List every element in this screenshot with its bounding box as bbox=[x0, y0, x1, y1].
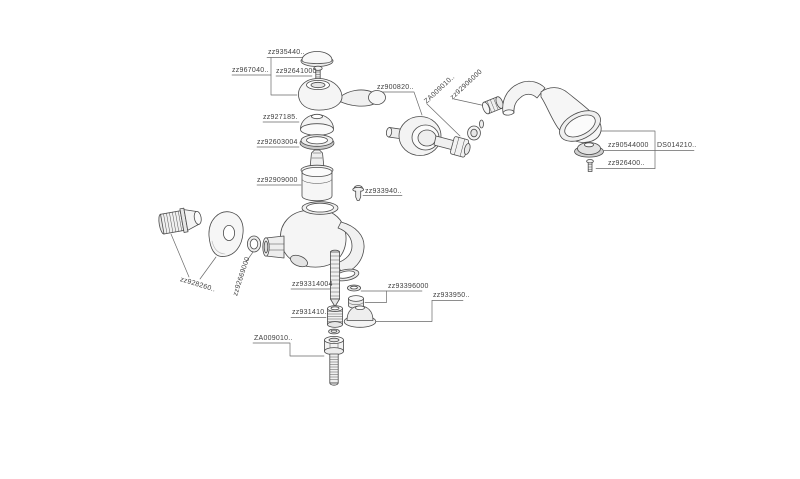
leader-lines bbox=[170, 57, 695, 357]
part-wall-bracket bbox=[385, 116, 471, 158]
label-seal-kit: zz93396000 bbox=[388, 283, 429, 290]
part-oring-lower bbox=[328, 328, 340, 335]
part-escutcheon bbox=[208, 211, 244, 257]
label-cap: zz935440.. bbox=[268, 49, 305, 56]
label-hand-shower: DS014210.. bbox=[657, 142, 697, 149]
part-faucet-body bbox=[262, 201, 365, 282]
part-flanged-cup bbox=[343, 305, 377, 328]
label-wall-bracket: zz900820.. bbox=[377, 84, 414, 91]
part-ball-gasket bbox=[467, 119, 484, 141]
part-knob bbox=[158, 207, 202, 235]
label-plug: zz933940.. bbox=[365, 188, 402, 195]
part-oring-upper bbox=[346, 284, 361, 292]
label-handle-screw: zz92641000 bbox=[276, 68, 317, 75]
label-handle-assembly: zz967040.. bbox=[232, 67, 269, 74]
part-bolt bbox=[324, 335, 344, 386]
part-olive bbox=[482, 96, 504, 115]
part-shower-flange bbox=[574, 142, 604, 158]
part-handle bbox=[298, 78, 386, 111]
label-shower-screw: zz926400.. bbox=[608, 160, 645, 167]
part-shower-screw bbox=[586, 159, 594, 172]
part-handle-cap bbox=[300, 51, 334, 67]
part-ring bbox=[246, 235, 261, 253]
label-cartridge: zz92909000 bbox=[257, 177, 298, 184]
label-rod: zz93314004 bbox=[292, 281, 333, 288]
part-handle-screw bbox=[313, 65, 323, 80]
part-dome-cover bbox=[300, 113, 334, 136]
part-cartridge bbox=[300, 149, 334, 202]
part-threaded-rod bbox=[329, 249, 340, 307]
label-cup: zz933950.. bbox=[433, 292, 470, 299]
label-nipple: zz931410.. bbox=[292, 309, 329, 316]
label-dome-cover: zz927185. bbox=[263, 114, 298, 121]
label-shower-flange: zz90544000 bbox=[608, 142, 649, 149]
part-ring-nut bbox=[299, 134, 335, 150]
part-hose-nipple bbox=[327, 305, 343, 328]
label-ring-nut: zz92603004 bbox=[257, 139, 298, 146]
part-hand-shower bbox=[502, 80, 602, 143]
part-plug bbox=[352, 185, 365, 201]
label-bolt: ZA009010.. bbox=[254, 335, 293, 342]
